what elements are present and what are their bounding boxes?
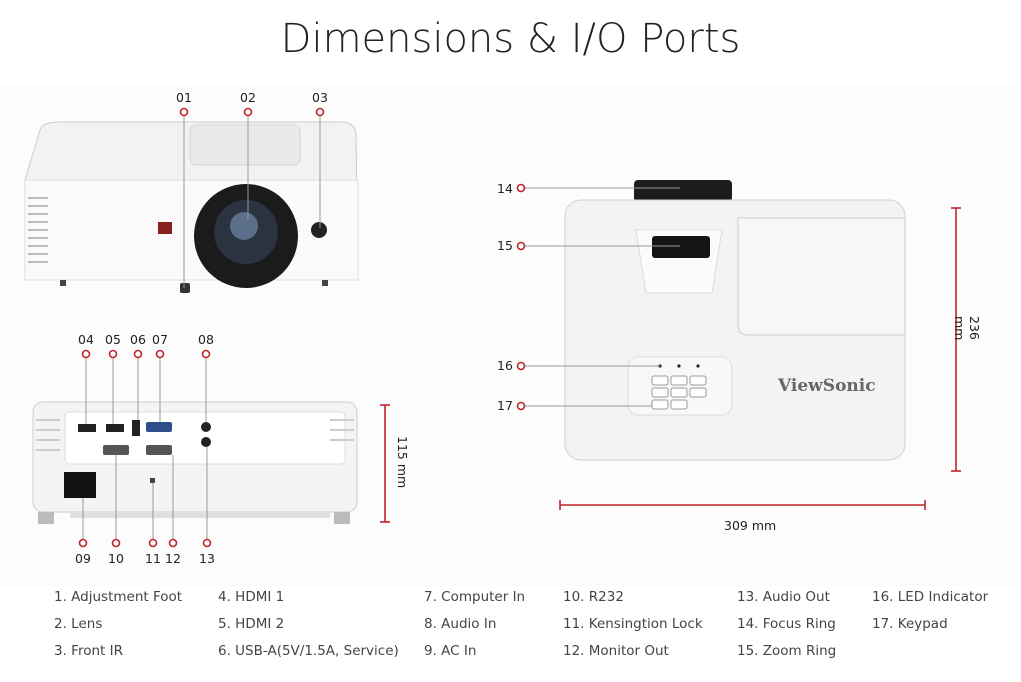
callout-08: 08 — [198, 332, 214, 347]
top-view-projector — [564, 180, 906, 461]
page-title: Dimensions & I/O Ports — [280, 16, 741, 62]
callout-13: 13 — [199, 551, 215, 566]
legend-item: 11. Kensingtion Lock — [563, 616, 703, 632]
legend-item: 17. Keypad — [872, 616, 948, 632]
brand-wordmark: ViewSonic — [778, 376, 876, 396]
callout-14: 14 — [497, 181, 513, 196]
rear-view-projector — [32, 401, 358, 524]
front-view-projector — [24, 121, 359, 293]
callout-01: 01 — [176, 90, 192, 105]
legend-item: 12. Monitor Out — [563, 643, 669, 659]
dimension-lines — [380, 207, 961, 523]
callout-06: 06 — [130, 332, 146, 347]
callout-11: 11 — [145, 551, 161, 566]
header: Dimensions & I/O Ports — [0, 0, 1021, 86]
legend-item: 9. AC In — [424, 643, 477, 659]
width-dimension-label: 309 mm — [724, 518, 777, 533]
callout-07: 07 — [152, 332, 168, 347]
callout-12: 12 — [165, 551, 181, 566]
legend-item: 15. Zoom Ring — [737, 643, 837, 659]
callout-05: 05 — [105, 332, 121, 347]
callout-10: 10 — [108, 551, 124, 566]
callout-04: 04 — [78, 332, 94, 347]
callout-markers — [78, 107, 526, 548]
height-dimension-label: 115 mm — [395, 436, 410, 489]
callout-17: 17 — [497, 398, 513, 413]
callout-03: 03 — [312, 90, 328, 105]
callout-16: 16 — [497, 358, 513, 373]
depth-dimension-label: 236 mm — [952, 316, 982, 341]
legend-item: 8. Audio In — [424, 616, 497, 632]
callout-15: 15 — [497, 238, 513, 253]
legend-item: 7. Computer In — [424, 589, 526, 605]
legend-item: 4. HDMI 1 — [218, 589, 285, 605]
legend-item: 10. R232 — [563, 589, 624, 605]
legend-item: 14. Focus Ring — [737, 616, 836, 632]
legend-item: 6. USB-A(5V/1.5A, Service) — [218, 643, 399, 659]
leader-lines — [82, 116, 680, 539]
legend-item: 13. Audio Out — [737, 589, 830, 605]
callout-02: 02 — [240, 90, 256, 105]
legend-item: 16. LED Indicator — [872, 589, 989, 605]
legend-item: 2. Lens — [54, 616, 103, 632]
callout-09: 09 — [75, 551, 91, 566]
legend-item: 1. Adjustment Foot — [54, 589, 183, 605]
legend-item: 3. Front IR — [54, 643, 123, 659]
legend-item: 5. HDMI 2 — [218, 616, 285, 632]
brand-logo-icon — [158, 222, 172, 234]
